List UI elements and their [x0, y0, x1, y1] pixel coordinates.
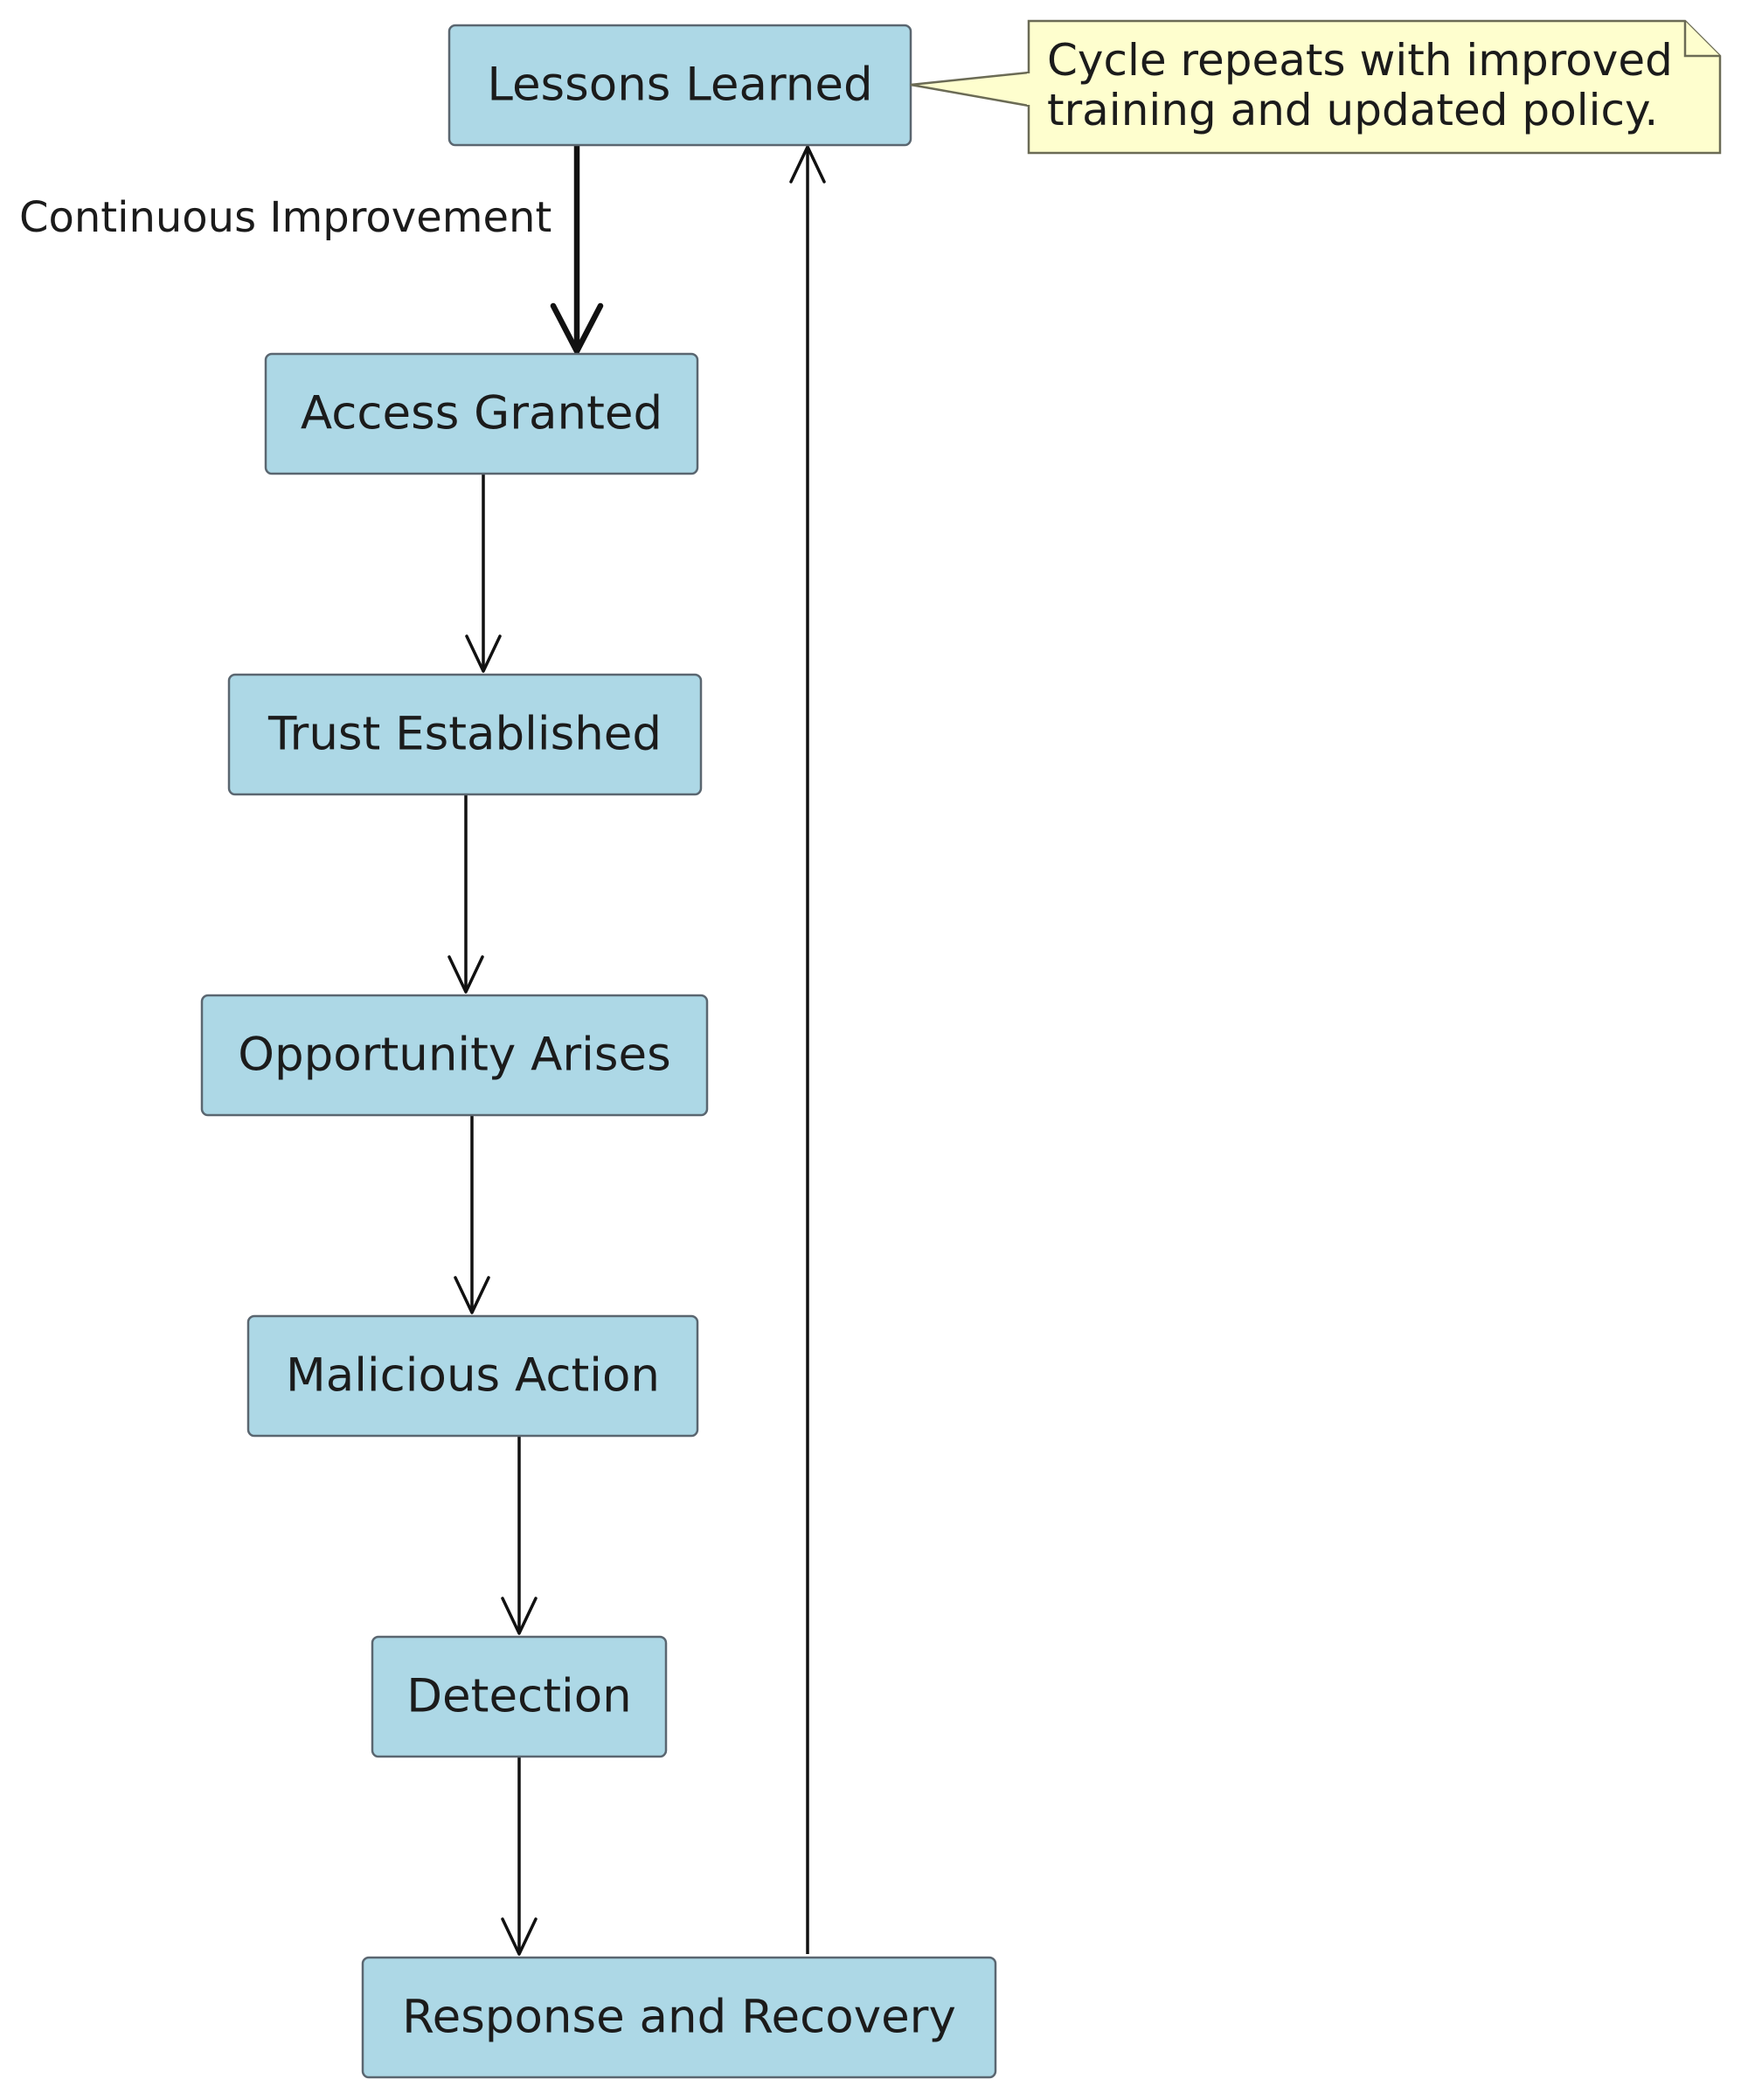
edge-malicious-to-detection: [501, 1436, 538, 1635]
node-label-access-granted: Access Granted: [301, 387, 662, 440]
node-label-response-and-recovery: Response and Recovery: [402, 1991, 956, 2044]
node-label-detection: Detection: [406, 1670, 631, 1723]
node-malicious-action[interactable]: Malicious Action: [246, 1314, 699, 1438]
edge-response-to-lessons: [789, 145, 826, 1954]
node-access-granted[interactable]: Access Granted: [264, 352, 699, 475]
edge-lessons-to-access: [550, 145, 604, 355]
node-label-opportunity-arises: Opportunity Arises: [238, 1029, 671, 1082]
node-label-lessons-learned: Lessons Learned: [487, 59, 872, 112]
node-trust-established[interactable]: Trust Established: [227, 673, 703, 796]
note: Cycle repeats with improved training and…: [1027, 19, 1722, 155]
edge-access-to-trust: [465, 474, 502, 673]
edge-label-continuous-improvement: Continuous Improvement: [19, 193, 551, 242]
node-lessons-learned[interactable]: Lessons Learned: [447, 24, 912, 147]
note-text-line-2: training and updated policy.: [1047, 85, 1658, 135]
note-connector: [910, 71, 1030, 107]
node-response-and-recovery[interactable]: Response and Recovery: [361, 1956, 997, 2079]
edge-trust-to-opportunity: [447, 794, 484, 994]
edge-opportunity-to-malicious: [454, 1115, 490, 1314]
note-text-line-1: Cycle repeats with improved: [1047, 35, 1673, 86]
node-opportunity-arises[interactable]: Opportunity Arises: [200, 994, 709, 1117]
node-label-trust-established: Trust Established: [267, 708, 662, 761]
node-label-malicious-action: Malicious Action: [286, 1349, 660, 1403]
edge-detection-to-response: [501, 1757, 538, 1956]
node-detection[interactable]: Detection: [371, 1635, 668, 1758]
